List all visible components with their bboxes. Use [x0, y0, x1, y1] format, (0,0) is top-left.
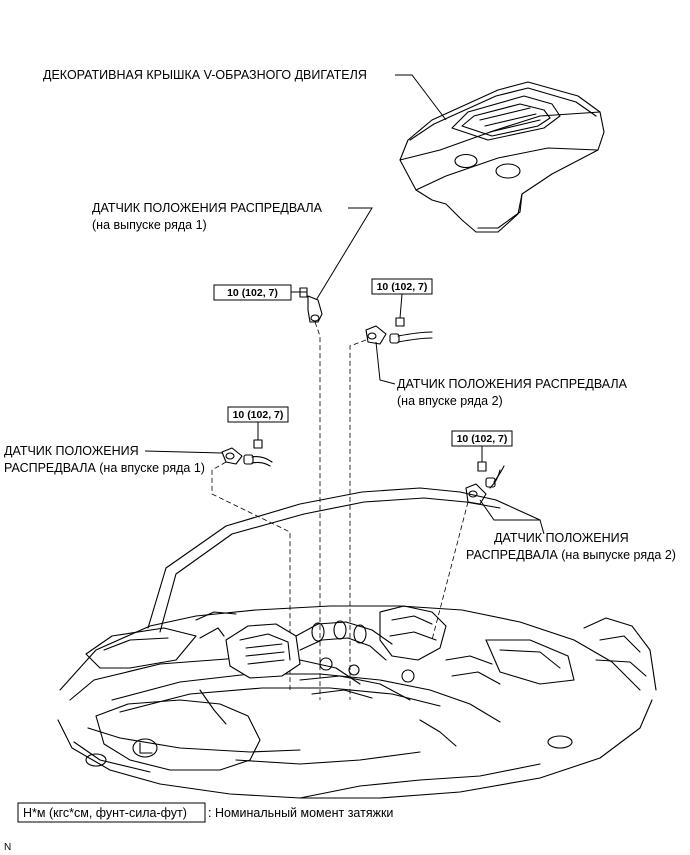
camshaft-sensor-intake-b2 [365, 317, 433, 345]
sensor-exhaust-b1-leader [314, 207, 373, 303]
sensor-intake-b2-label-line2: (на впуске ряда 2) [397, 394, 503, 408]
sensor-exhaust-b2-label-line1: ДАТЧИК ПОЛОЖЕНИЯ [494, 531, 629, 545]
torque-value-intake-b2: 10 (102, 7) [377, 281, 428, 293]
engine-cover-leader [395, 74, 447, 121]
sensor-intake-b1-label-line1: ДАТЧИК ПОЛОЖЕНИЯ [4, 444, 139, 458]
torque-value-exhaust-b2: 10 (102, 7) [457, 433, 508, 445]
brand-emblem-icon [132, 738, 158, 758]
sensor-intake-b2-leader [375, 341, 396, 385]
torque-box-exhaust-b1: 10 (102, 7) [213, 284, 292, 301]
torque-value-exhaust-b1: 10 (102, 7) [227, 287, 278, 299]
sensor-intake-b1-leader [144, 450, 223, 454]
guide-intake-b1 [211, 461, 291, 690]
legend-unit-box [17, 802, 206, 823]
engine-cover-label: ДЕКОРАТИВНАЯ КРЫШКА V-ОБРАЗНОГО ДВИГАТЕЛ… [43, 68, 367, 82]
sensor-exhaust-b1-label-line1: ДАТЧИК ПОЛОЖЕНИЯ РАСПРЕДВАЛА [92, 201, 323, 215]
torque-box-intake-b2: 10 (102, 7) [371, 278, 433, 295]
legend-unit-text: Н*м (кгс*см, фунт-сила-фут) [23, 806, 187, 820]
legend-description: : Номинальный момент затяжки [208, 806, 393, 820]
sensor-intake-b2-label-line1: ДАТЧИК ПОЛОЖЕНИЯ РАСПРЕДВАЛА [397, 377, 628, 391]
sensor-exhaust-b1-label-line2: (на выпуске ряда 1) [92, 218, 207, 232]
sensor-intake-b1-label-line2: РАСПРЕДВАЛА (на впуске ряда 1) [4, 461, 205, 475]
sensor-exhaust-b2-label-line2: РАСПРЕДВАЛА (на выпуске ряда 2) [466, 548, 676, 562]
camshaft-sensor-exhaust-b2 [465, 461, 505, 505]
guide-intake-b2 [349, 339, 367, 700]
guide-exhaust-b2 [431, 501, 469, 641]
corner-mark: N [4, 842, 11, 853]
legend: Н*м (кгс*см, фунт-сила-фут) : Номинальны… [17, 802, 393, 823]
sensor-exhaust-b2-leader [479, 499, 545, 535]
vehicle-engine-bay-illustration [57, 487, 657, 799]
camshaft-sensor-exhaust-b1 [299, 287, 323, 323]
torque-value-intake-b1: 10 (102, 7) [233, 409, 284, 421]
camshaft-sensor-intake-b1 [221, 439, 273, 467]
engine-cover-illustration [399, 81, 605, 233]
guide-exhaust-b1 [314, 321, 321, 700]
torque-box-intake-b1: 10 (102, 7) [227, 406, 289, 423]
torque-box-exhaust-b2: 10 (102, 7) [451, 430, 513, 447]
